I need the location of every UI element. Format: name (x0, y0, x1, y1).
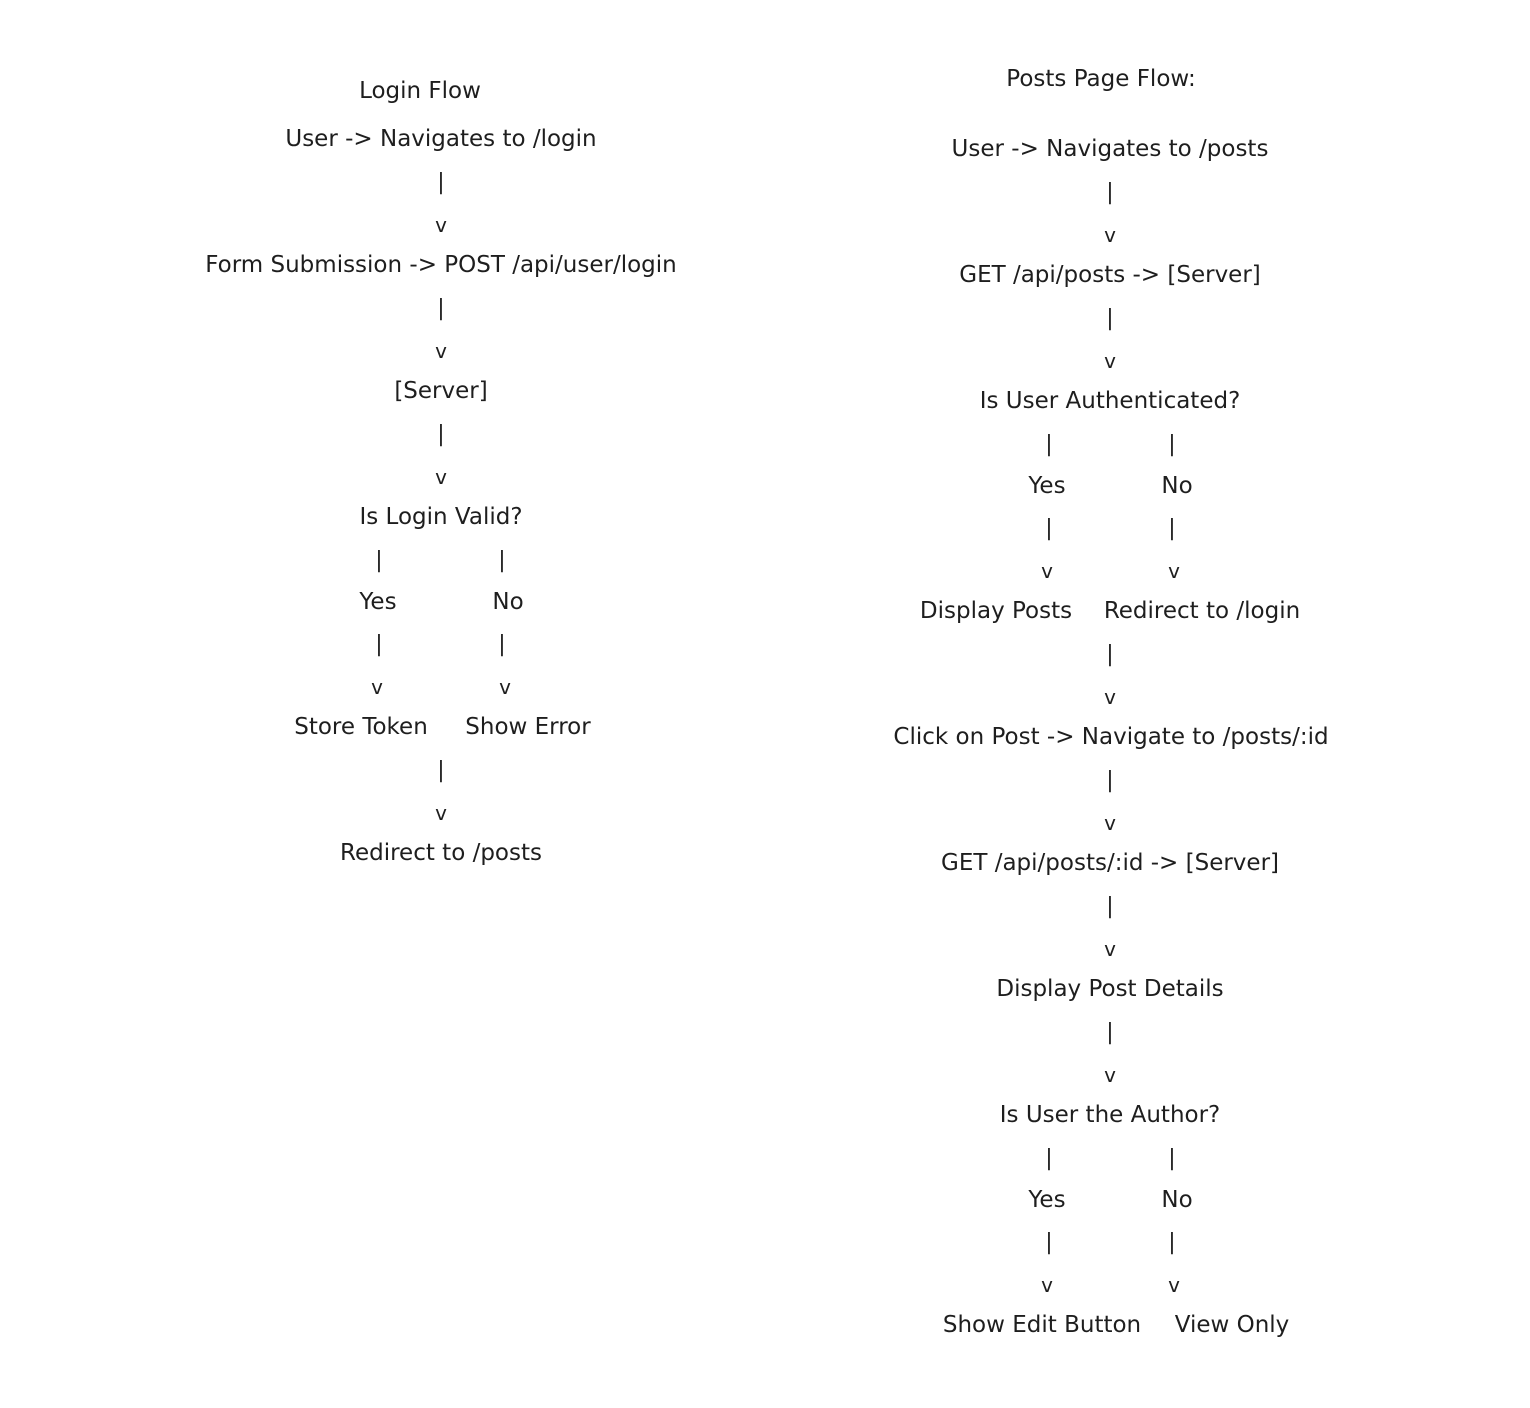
connector-pipe: | (1106, 306, 1114, 331)
connector-pipe: | (498, 632, 506, 657)
posts-auth-no-result: Redirect to /login (1103, 598, 1301, 624)
connector-arrow: v (1168, 1273, 1180, 1297)
connector-pipe: | (1168, 1230, 1176, 1255)
login-branch-yes: Yes (359, 589, 397, 615)
login-decision: Is Login Valid? (359, 504, 523, 530)
connector-pipe: | (1106, 894, 1114, 919)
login-branch-no: No (492, 589, 524, 615)
connector-pipe: | (437, 170, 445, 195)
posts-step-get: GET /api/posts -> [Server] (959, 262, 1261, 288)
connector-arrow: v (499, 675, 511, 699)
connector-arrow: v (1104, 685, 1116, 709)
connector-pipe: | (498, 548, 506, 573)
connector-pipe: | (1045, 1230, 1053, 1255)
connector-pipe: | (1168, 432, 1176, 457)
posts-decision-author: Is User the Author? (999, 1102, 1221, 1128)
connector-arrow: v (435, 339, 447, 363)
login-no-result: Show Error (465, 714, 591, 740)
posts-author-no: No (1161, 1187, 1193, 1213)
posts-step-click: Click on Post -> Navigate to /posts/:id (893, 724, 1329, 750)
posts-step-navigate: User -> Navigates to /posts (951, 136, 1269, 162)
connector-pipe: | (437, 296, 445, 321)
login-final: Redirect to /posts (340, 840, 542, 866)
connector-pipe: | (375, 632, 383, 657)
connector-pipe: | (1168, 1146, 1176, 1171)
connector-pipe: | (1106, 180, 1114, 205)
connector-pipe: | (1045, 432, 1053, 457)
login-step-navigate: User -> Navigates to /login (285, 126, 597, 152)
connector-arrow: v (1168, 559, 1180, 583)
connector-pipe: | (1168, 516, 1176, 541)
connector-arrow: v (1041, 1273, 1053, 1297)
connector-arrow: v (1104, 349, 1116, 373)
posts-auth-no: No (1161, 473, 1193, 499)
connector-arrow: v (371, 675, 383, 699)
connector-arrow: v (1104, 223, 1116, 247)
login-step-server: [Server] (394, 378, 488, 404)
posts-author-no-result: View Only (1174, 1312, 1290, 1338)
posts-auth-yes-result: Display Posts (919, 598, 1073, 624)
posts-author-yes-result: Show Edit Button (942, 1312, 1142, 1338)
connector-pipe: | (375, 548, 383, 573)
posts-flow-title: Posts Page Flow: (1006, 66, 1196, 92)
connector-pipe: | (1045, 516, 1053, 541)
connector-arrow: v (435, 801, 447, 825)
connector-arrow: v (435, 465, 447, 489)
connector-pipe: | (1106, 642, 1114, 667)
connector-pipe: | (1045, 1146, 1053, 1171)
connector-arrow: v (1104, 811, 1116, 835)
connector-arrow: v (1041, 559, 1053, 583)
posts-auth-yes: Yes (1028, 473, 1066, 499)
login-step-submit: Form Submission -> POST /api/user/login (205, 252, 677, 278)
posts-step-details: Display Post Details (996, 976, 1224, 1002)
connector-pipe: | (1106, 768, 1114, 793)
connector-pipe: | (437, 758, 445, 783)
connector-arrow: v (1104, 937, 1116, 961)
connector-arrow: v (435, 213, 447, 237)
login-flow-title: Login Flow (359, 78, 481, 104)
posts-step-get-id: GET /api/posts/:id -> [Server] (940, 850, 1280, 876)
connector-arrow: v (1104, 1063, 1116, 1087)
posts-decision-auth: Is User Authenticated? (979, 388, 1241, 414)
connector-pipe: | (437, 422, 445, 447)
login-yes-result: Store Token (294, 714, 428, 740)
posts-author-yes: Yes (1028, 1187, 1066, 1213)
connector-pipe: | (1106, 1020, 1114, 1045)
